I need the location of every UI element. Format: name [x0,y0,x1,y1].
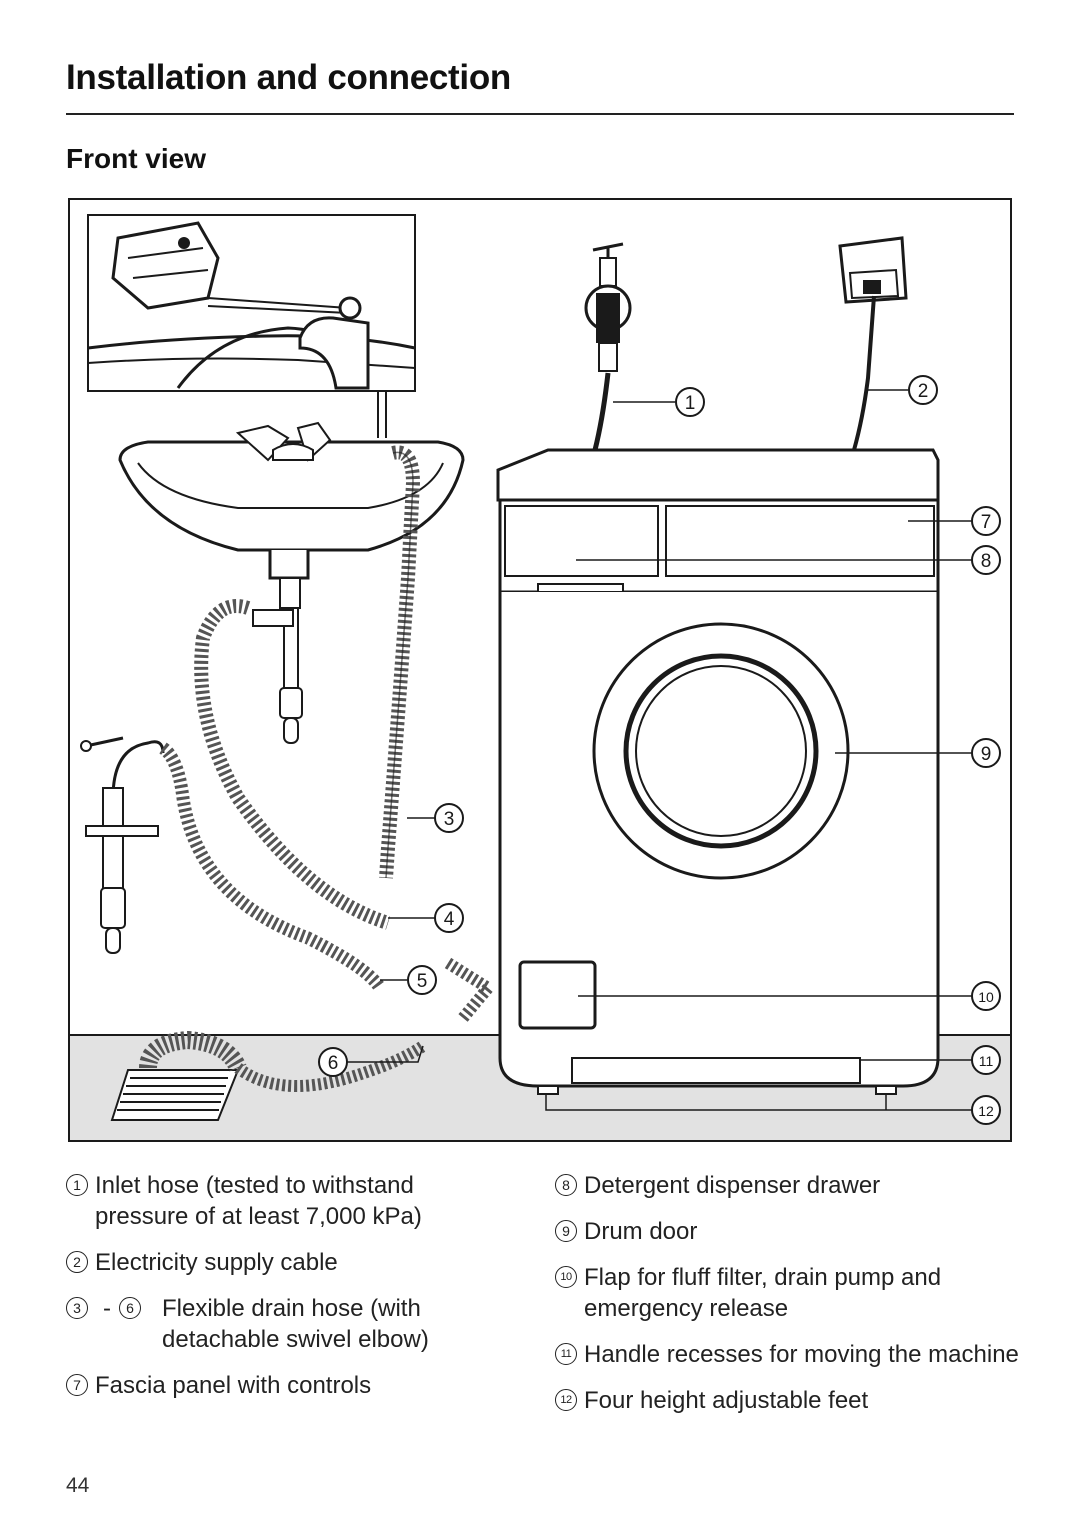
legend-item: 7 Fascia panel with controls [66,1370,486,1401]
detergent-drawer [504,505,659,577]
legend-number: 2 [66,1251,88,1273]
callout-5: 5 [407,965,437,995]
legend-item: 2 Electricity supply cable [66,1247,486,1278]
washing-machine-icon [496,448,940,1095]
legend-number: 3 [66,1297,88,1319]
svg-text:6: 6 [328,1053,339,1074]
legend-number: 8 [555,1174,577,1196]
svg-text:4: 4 [444,909,455,930]
callout-1: 1 [675,387,705,417]
svg-text:2: 2 [918,381,929,402]
callout-12: 12 [971,1095,1001,1125]
svg-text:7: 7 [981,512,992,533]
legend-right: 8 Detergent dispenser drawer 9 Drum door… [555,1170,1025,1431]
legend-text: Fascia panel with controls [95,1372,372,1399]
legend-text: Drum door [584,1218,698,1245]
callout-11: 11 [971,1045,1001,1075]
legend-text: Inlet hose (tested to withstand pressure… [95,1172,422,1230]
tap-icon [584,242,632,372]
swivel-elbow [444,957,493,1022]
page-number: 44 [66,1474,90,1497]
legend-number: 9 [555,1220,577,1242]
callout-4: 4 [434,903,464,933]
legend-number: 7 [66,1374,88,1396]
svg-text:12: 12 [978,1103,994,1119]
callout-9: 9 [971,738,1001,768]
washbasin-icon [118,421,465,744]
callout-3: 3 [434,803,464,833]
callout-7: 7 [971,506,1001,536]
floor-drain-icon [110,1030,427,1121]
svg-text:10: 10 [978,989,994,1005]
callout-10: 10 [971,981,1001,1011]
legend-text: Flap for fluff filter, drain pump and em… [584,1264,942,1322]
legend-text: Handle recesses for moving the machine [584,1341,1019,1368]
legend-range-dash: - [103,1295,111,1322]
page-title: Installation and connection [66,58,511,97]
legend-number: 1 [66,1174,88,1196]
svg-text:8: 8 [981,551,992,572]
legend-item: 9 Drum door [555,1216,1025,1247]
legend-text: Four height adjustable feet [584,1387,869,1414]
svg-text:1: 1 [685,393,696,414]
legend-item: 10 Flap for fluff filter, drain pump and… [555,1262,1025,1324]
callouts: 1 2 3 4 5 6 7 8 9 10 11 12 [318,375,1001,1125]
callout-6: 6 [318,1047,348,1077]
legend-item: 11 Handle recesses for moving the machin… [555,1339,1025,1370]
drain-hose-standpipe [158,742,386,992]
legend-number: 6 [119,1297,141,1319]
power-cable [852,295,876,451]
svg-text:5: 5 [417,971,428,992]
standpipe-icon [80,736,165,954]
legend-text: Electricity supply cable [95,1249,338,1276]
svg-text:11: 11 [979,1053,994,1069]
legend-range: 3 - 6 [66,1293,148,1324]
filter-flap [518,960,597,1030]
legend-item: 8 Detergent dispenser drawer [555,1170,1025,1201]
front-view-figure: 1 2 3 4 5 6 7 8 9 10 11 12 [68,198,1012,1142]
handle-recess [571,1057,861,1084]
legend-item: 3 - 6 Flexible drain hose (with detachab… [66,1293,486,1355]
hose-hook-detail-icon [87,214,416,438]
svg-text:3: 3 [444,809,455,830]
fascia-panel [665,505,935,577]
legend-text: Detergent dispenser drawer [584,1172,881,1199]
inlet-hose [592,372,611,451]
socket-icon [838,236,908,304]
legend-item: 12 Four height adjustable feet [555,1385,1025,1416]
callout-2: 2 [908,375,938,405]
section-title: Front view [66,143,207,174]
legend-number: 10 [555,1266,577,1288]
legend-left: 1 Inlet hose (tested to withstand pressu… [66,1170,486,1416]
svg-text:9: 9 [981,744,992,765]
front-view-illustration: 1 2 3 4 5 6 7 8 9 10 11 12 [68,198,1012,1142]
legend-number: 12 [555,1389,577,1411]
callout-8: 8 [971,545,1001,575]
legend-text: Flexible drain hose (with detachable swi… [162,1295,429,1353]
title-rule [66,113,1014,115]
legend-item: 1 Inlet hose (tested to withstand pressu… [66,1170,486,1232]
legend-number: 11 [555,1343,577,1365]
